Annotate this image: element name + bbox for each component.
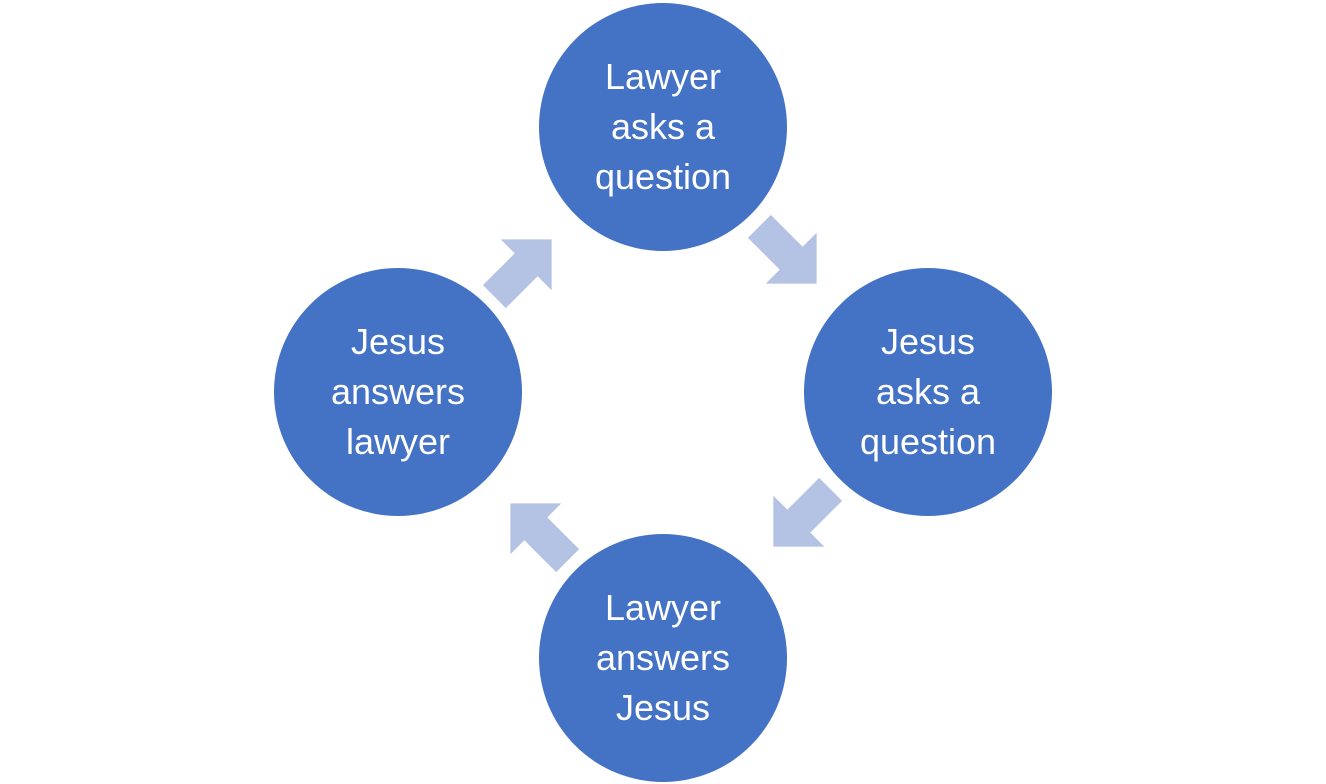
node-jesus-answers-lawyer: Jesus answers lawyer xyxy=(274,268,522,516)
arrow-shape xyxy=(510,503,580,573)
arrow-left-to-top-icon xyxy=(478,223,568,313)
arrow-right-to-bottom-icon xyxy=(757,473,847,563)
node-label: Lawyer asks a question xyxy=(594,56,732,197)
arrow-bottom-to-left-icon xyxy=(494,487,584,577)
node-label: Jesus asks a question xyxy=(859,321,997,462)
arrow-shape xyxy=(482,239,552,309)
node-jesus-asks-question: Jesus asks a question xyxy=(804,268,1052,516)
arrow-shape xyxy=(773,477,843,547)
arrow-shape xyxy=(747,214,817,284)
node-lawyer-asks-question: Lawyer asks a question xyxy=(539,3,787,251)
node-label: Jesus answers lawyer xyxy=(330,321,466,462)
node-lawyer-answers-jesus: Lawyer answers Jesus xyxy=(539,534,787,782)
node-label: Lawyer answers Jesus xyxy=(595,587,731,728)
arrow-top-to-right-icon xyxy=(743,210,833,300)
